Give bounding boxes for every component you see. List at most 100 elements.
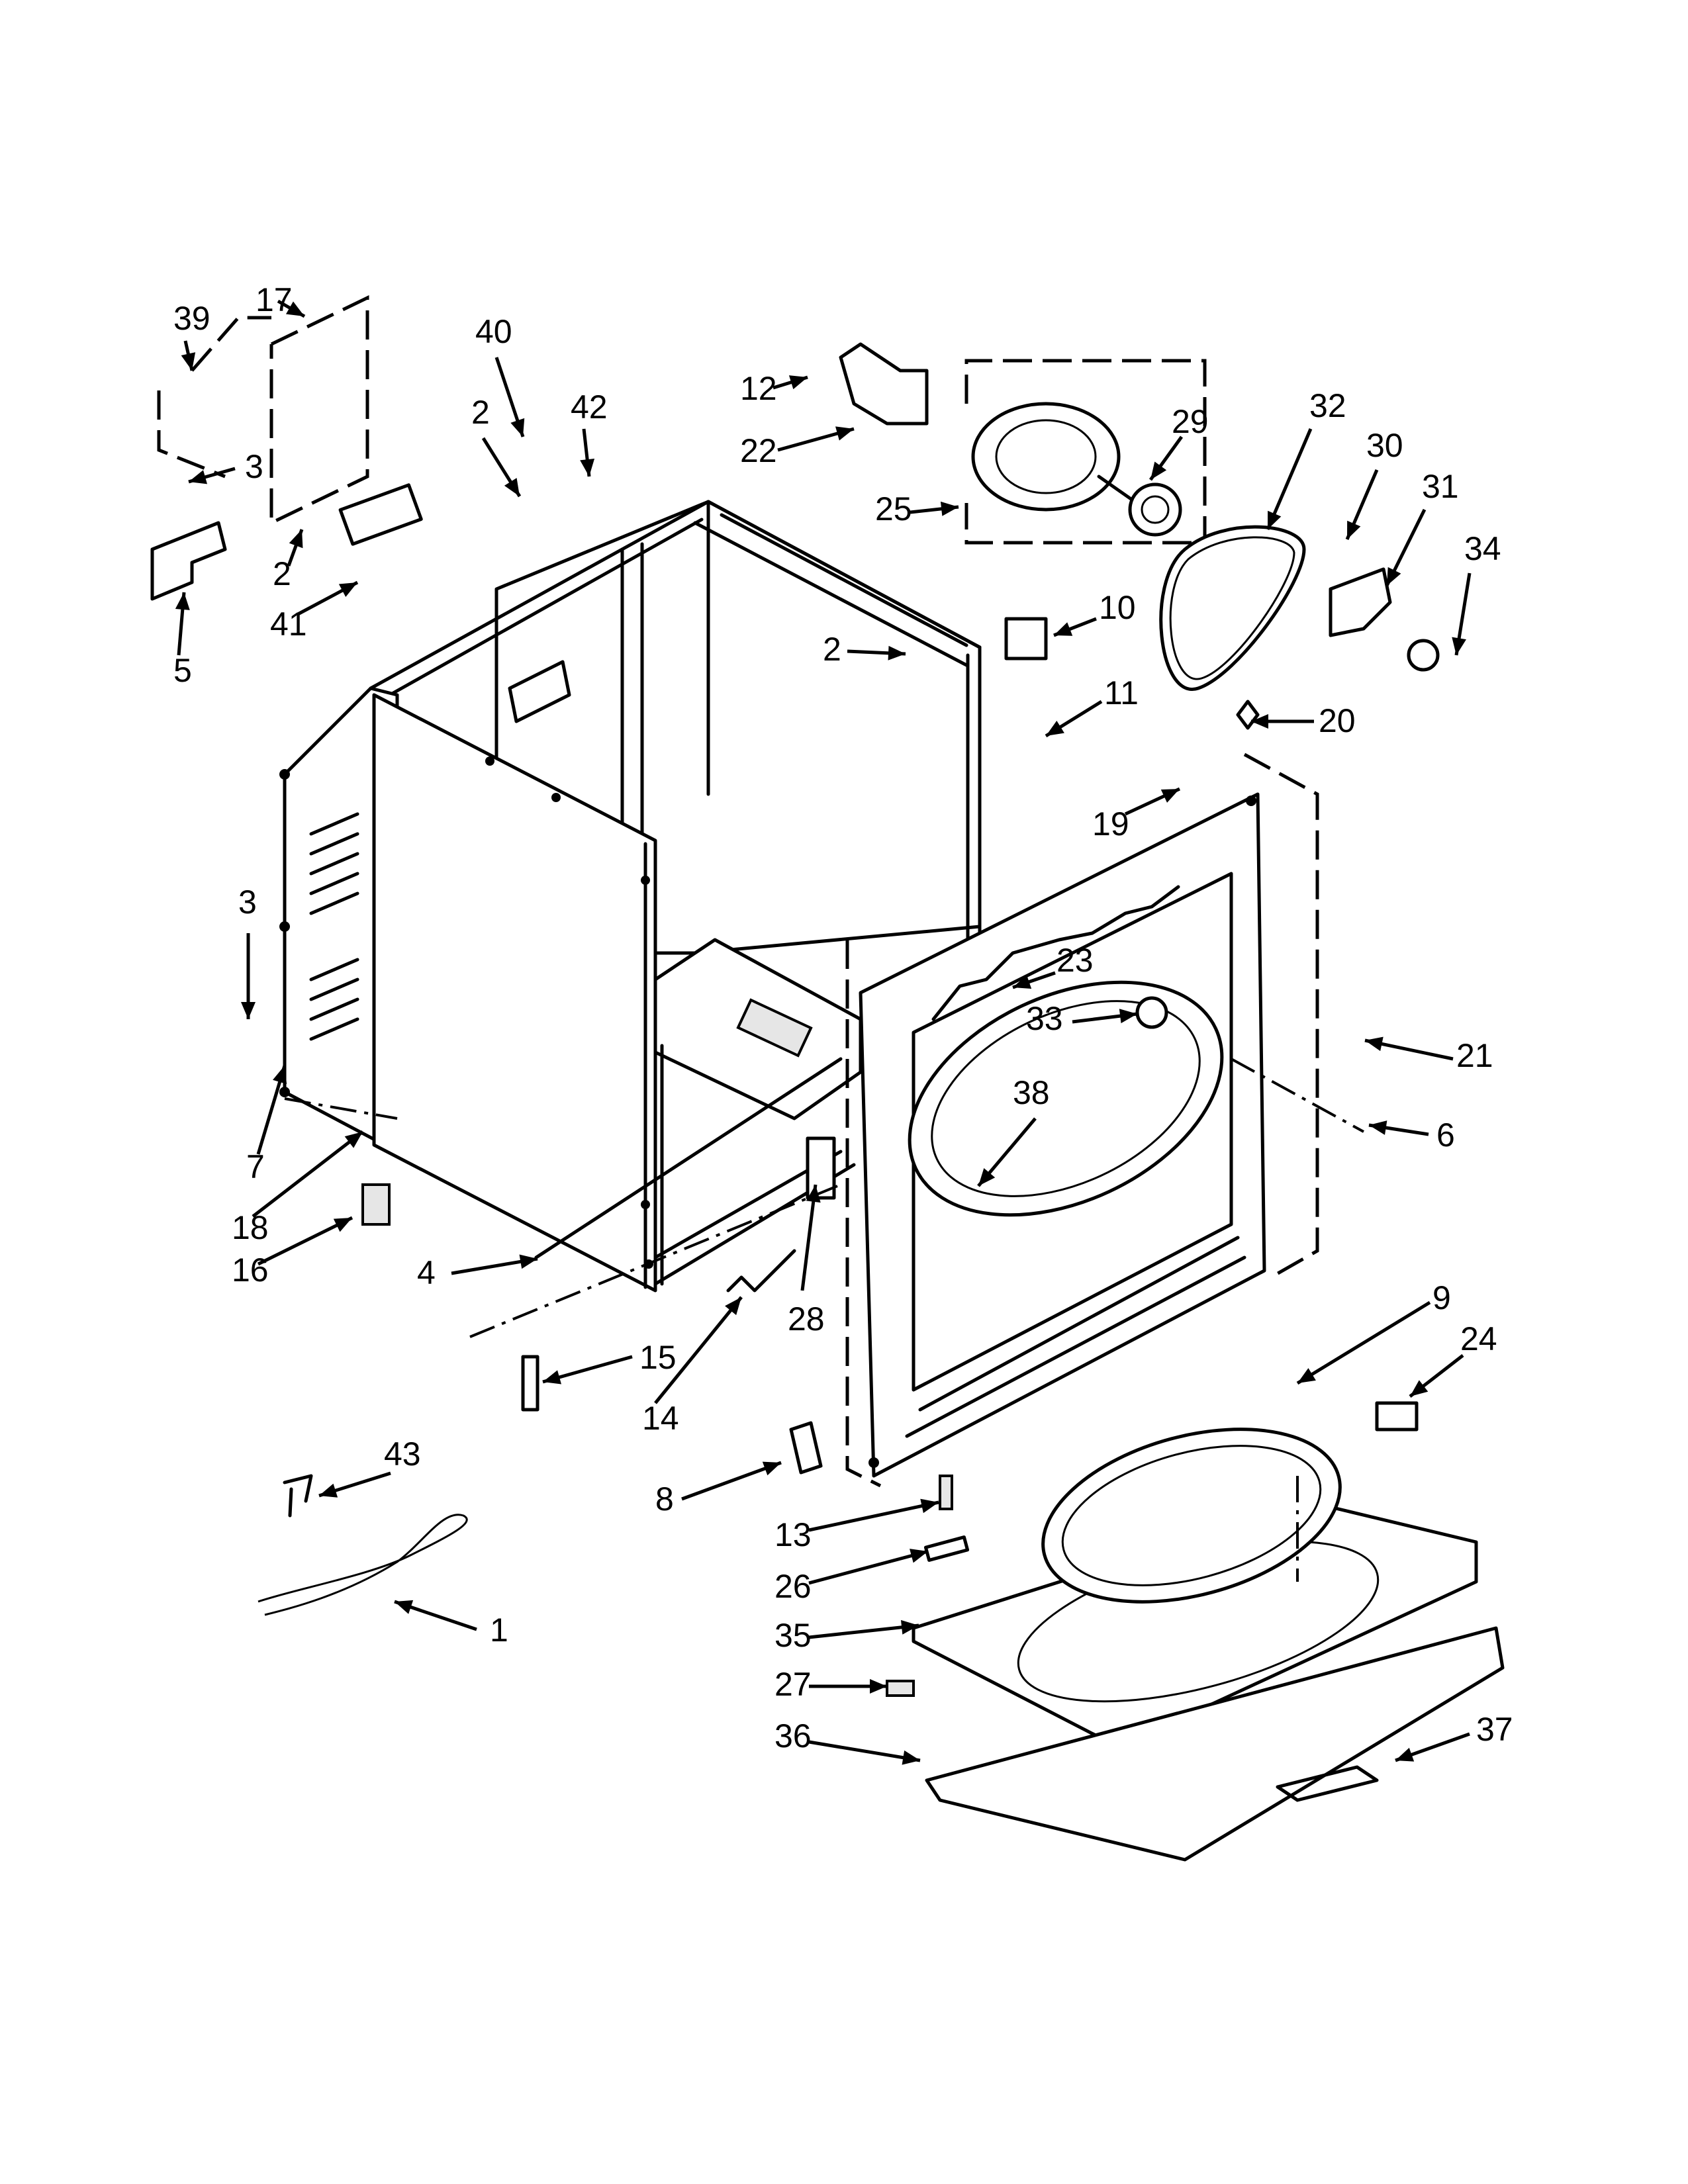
cabinet [279, 500, 982, 1293]
callout-36: 36 [774, 1717, 921, 1765]
arrow-head-icon [1395, 1747, 1415, 1762]
arrow-head-icon [1013, 975, 1032, 989]
arrow-head-icon [1054, 622, 1073, 636]
callout-37: 37 [1395, 1711, 1513, 1762]
callout-9: 9 [1296, 1279, 1451, 1385]
callout-10: 10 [1053, 589, 1136, 637]
callout-number: 32 [1309, 387, 1346, 424]
callout-number: 7 [246, 1148, 265, 1185]
callout-number: 31 [1422, 468, 1459, 505]
callout-26: 26 [774, 1549, 929, 1605]
callout-number: 43 [384, 1435, 421, 1473]
callout-number: 23 [1056, 942, 1094, 979]
callout-number: 26 [774, 1568, 812, 1605]
callout-number: 3 [238, 884, 257, 921]
arrow-head-icon [1365, 1036, 1383, 1052]
callout-number: 30 [1366, 427, 1403, 464]
callout-28: 28 [788, 1184, 825, 1338]
drive-belt [1159, 525, 1306, 692]
callout-number: 27 [774, 1666, 812, 1703]
callout-18: 18 [232, 1130, 364, 1246]
callout-33: 33 [1026, 1000, 1138, 1037]
callout-24: 24 [1409, 1320, 1497, 1398]
arrow-head-icon [189, 470, 208, 484]
arrow-head-icon [285, 301, 305, 316]
callout-30: 30 [1345, 427, 1403, 540]
callout-7: 7 [246, 1065, 287, 1185]
callout-number: 5 [173, 652, 192, 689]
callout-number: 8 [655, 1480, 674, 1518]
leader-line [257, 1216, 353, 1266]
arrow-head-icon [181, 352, 196, 371]
callout-number: 36 [774, 1717, 812, 1754]
door-seal [1041, 1428, 1342, 1604]
arrow-head-icon [273, 1066, 287, 1085]
arrow-head-icon [1251, 714, 1268, 729]
arrow-head-icon [241, 1002, 256, 1019]
callout-number: 20 [1319, 702, 1356, 739]
leader-line [808, 1740, 921, 1762]
callout-3: 3 [188, 448, 263, 485]
arrow-head-icon [1369, 1120, 1387, 1135]
callout-number: 9 [1432, 1279, 1451, 1316]
arrow-head-icon [344, 1132, 363, 1148]
callout-42: 42 [571, 388, 608, 477]
callout-34: 34 [1452, 530, 1501, 656]
callout-number: 3 [245, 448, 263, 485]
leader-line [800, 1184, 818, 1291]
callout-38: 38 [977, 1074, 1050, 1187]
callout-4: 4 [417, 1254, 538, 1291]
arrow-head-icon [902, 1750, 920, 1765]
callout-number: 38 [1013, 1074, 1050, 1111]
arrow-head-icon [289, 529, 303, 549]
arrow-head-icon [910, 1549, 928, 1563]
callout-number: 4 [417, 1254, 436, 1291]
leader-line [252, 1130, 364, 1218]
callout-11: 11 [1045, 674, 1139, 738]
arrow-head-icon [1452, 637, 1466, 655]
callout-2: 2 [273, 529, 304, 592]
arrow-head-icon [788, 375, 808, 390]
callout-number: 28 [788, 1300, 825, 1338]
arrow-head-icon [319, 1483, 338, 1498]
callout-number: 1 [490, 1612, 508, 1649]
callout-8: 8 [655, 1461, 782, 1518]
arrow-head-icon [920, 1498, 939, 1514]
callout-5: 5 [173, 592, 192, 689]
callout-number: 16 [232, 1251, 269, 1289]
leader-line [808, 1623, 919, 1639]
callout-16: 16 [232, 1216, 353, 1289]
callout-17: 17 [256, 281, 306, 318]
callout-number: 29 [1172, 403, 1209, 440]
callout-13: 13 [774, 1498, 939, 1553]
terminal-box [157, 295, 369, 525]
callout-32: 32 [1266, 387, 1346, 530]
leader-line [808, 1500, 939, 1532]
callout-21: 21 [1364, 1036, 1493, 1074]
callout-41: 41 [270, 580, 359, 643]
arrow-head-icon [835, 426, 854, 441]
arrow-head-icon [338, 582, 357, 597]
arrow-head-icon [543, 1370, 562, 1385]
arrow-head-icon [1347, 520, 1361, 539]
callout-14: 14 [642, 1296, 743, 1437]
motor-box [964, 359, 1207, 545]
callout-number: 11 [1104, 674, 1139, 711]
front-assembly-box [845, 752, 1319, 1488]
arrow-head-icon [762, 1461, 781, 1476]
leader-line [1266, 428, 1313, 530]
leader-line [808, 1549, 929, 1585]
callout-27: 27 [774, 1666, 887, 1703]
callout-12: 12 [740, 370, 808, 407]
arrow-head-icon [1268, 510, 1282, 529]
arrow-head-icon [1119, 1009, 1137, 1024]
callout-number: 22 [740, 432, 777, 469]
callout-number: 13 [774, 1516, 812, 1553]
arrow-head-icon [1410, 1380, 1429, 1396]
callout-number: 18 [232, 1209, 269, 1246]
callout-number: 42 [571, 388, 608, 426]
callout-number: 6 [1436, 1116, 1455, 1154]
arrow-head-icon [725, 1297, 741, 1316]
callout-25: 25 [875, 490, 959, 527]
